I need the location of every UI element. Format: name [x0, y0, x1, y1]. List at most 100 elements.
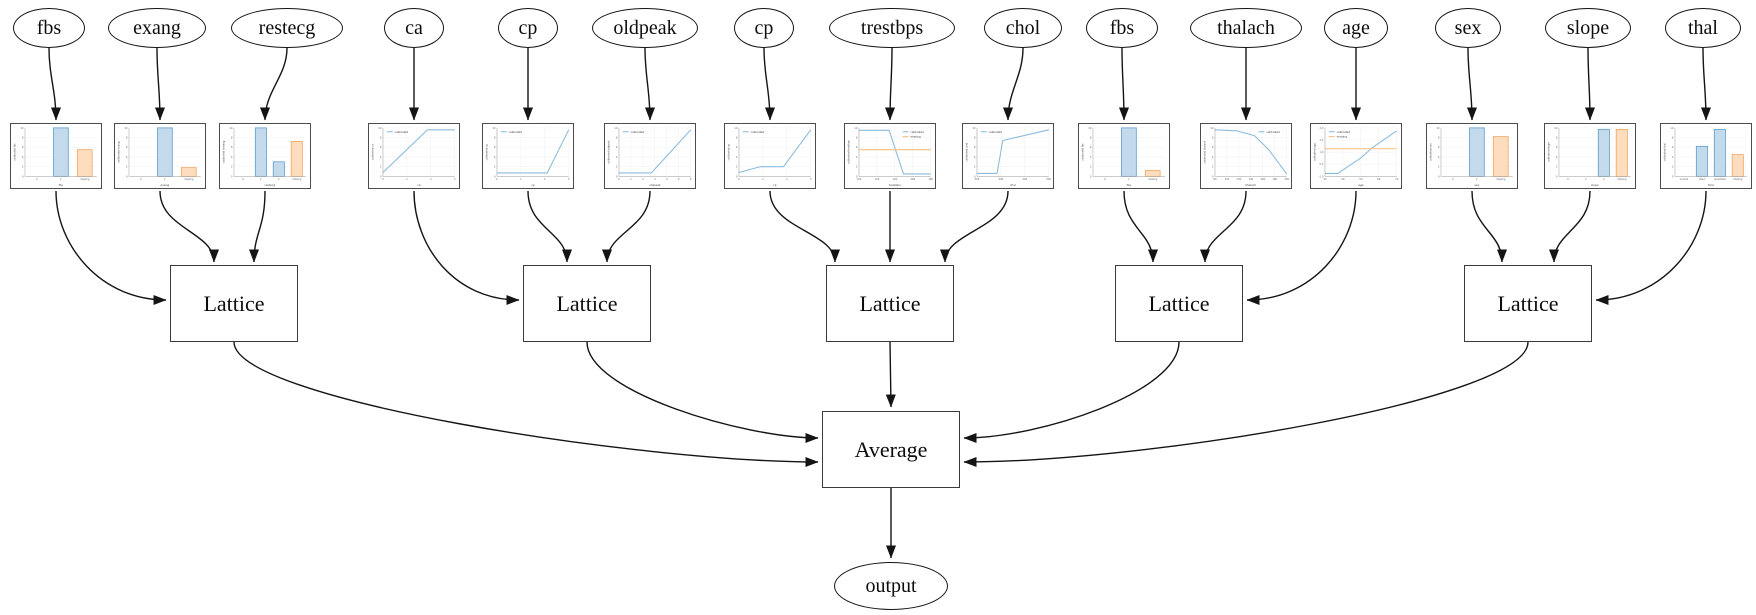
y-tick-label: 2	[616, 165, 618, 169]
x-tick-label: 0	[1104, 178, 1106, 181]
y-tick-label: 0	[856, 174, 858, 178]
y-tick-label: 8	[1212, 136, 1214, 140]
edge-feature-to-calibrator	[763, 47, 775, 121]
y-tick-label: 8	[856, 136, 858, 140]
edge-lattice-to-average	[963, 341, 1180, 443]
y-tick-label: 2	[1438, 165, 1440, 169]
x-tick-label: fixed	[1699, 178, 1705, 181]
edge-lattice-to-average	[586, 341, 819, 443]
bar-reversible	[1713, 128, 1726, 177]
x-tick-label: 60	[1377, 177, 1381, 181]
feature-label: chol	[1005, 16, 1041, 39]
y-axis-label: calibrated fbs	[12, 143, 16, 161]
x-axis-label: chol	[1010, 183, 1016, 187]
legend-label: calibrated	[395, 130, 409, 134]
y-axis-label: calibrated cp	[484, 144, 488, 161]
edge-calibrator-to-lattice	[769, 190, 840, 263]
x-axis-label: exang	[160, 183, 169, 187]
edge-calibrator-to-lattice	[1200, 190, 1247, 263]
lattice-label: Lattice	[203, 290, 265, 316]
x-axis-label: oldpeak	[649, 183, 661, 187]
y-tick-label: 0	[22, 174, 24, 178]
y-tick-label: 2	[1090, 165, 1092, 169]
output-node: output	[834, 562, 948, 610]
y-tick-label: 4	[1212, 155, 1214, 159]
edge-calibrator-to-lattice	[413, 190, 520, 305]
y-tick-label: 6	[974, 145, 976, 149]
bar-1	[1469, 127, 1485, 177]
feature-label: trestbps	[860, 16, 924, 39]
x-tick-label: 400	[1022, 177, 1027, 181]
y-tick-label: 2	[231, 165, 233, 169]
y-tick-label: 10	[378, 126, 382, 130]
y-tick-label: 10	[972, 126, 976, 130]
lattice-node-4: Lattice	[1115, 265, 1243, 342]
x-axis-label: fbs	[1127, 183, 1132, 187]
x-tick-label: 0	[496, 177, 498, 181]
y-tick-label: 0	[126, 174, 128, 178]
y-tick-label: 4	[1438, 155, 1440, 159]
x-tick-label: 200	[975, 177, 980, 181]
y-tick-label: 6	[1672, 145, 1674, 149]
y-tick-label: 10	[492, 126, 496, 130]
bar-1	[157, 127, 173, 177]
x-tick-label: missing	[1733, 178, 1743, 181]
feature-node-cp: cp	[734, 8, 794, 48]
x-axis-label: restecg	[264, 183, 275, 187]
y-axis-label: calibrated cp	[726, 144, 730, 161]
legend-label: calibrated	[751, 130, 765, 134]
y-tick-label: 8	[736, 136, 738, 140]
y-tick-label: 4	[22, 155, 24, 159]
feature-node-fbs: fbs	[13, 8, 85, 48]
x-tick-label: 40	[1341, 177, 1345, 181]
x-tick-label: 0	[618, 177, 620, 181]
x-tick-label: 3	[810, 177, 812, 181]
edge-feature-to-calibrator	[885, 47, 896, 121]
x-tick-label: missing	[1496, 178, 1506, 181]
bar-2	[272, 161, 285, 177]
x-tick-label: 50	[1359, 177, 1363, 181]
y-tick-label: 0	[231, 174, 233, 178]
y-tick-label: 4	[1090, 155, 1092, 159]
bar-missing	[1144, 170, 1161, 177]
y-tick-label: 2	[380, 165, 382, 169]
x-tick-label: 160	[910, 177, 915, 181]
x-tick-label: 4	[666, 177, 668, 181]
y-tick-label: 2	[126, 165, 128, 169]
y-tick-label: 1.0	[1319, 150, 1323, 154]
y-tick-label: 2.0	[1319, 126, 1323, 130]
y-axis-label: calibrated sex	[1428, 143, 1432, 161]
x-tick-label: 2	[544, 177, 546, 181]
y-tick-label: 4	[736, 155, 738, 159]
y-tick-label: 6	[1090, 145, 1092, 149]
x-tick-label: 0	[382, 177, 384, 181]
y-tick-label: 8	[616, 136, 618, 140]
y-tick-label: 8	[1672, 136, 1674, 140]
x-tick-label: 30	[1323, 177, 1327, 181]
feature-label: ca	[405, 16, 423, 39]
legend-label: calibrated	[989, 130, 1003, 134]
x-tick-label: 140	[892, 177, 897, 181]
y-tick-label: 4	[380, 155, 382, 159]
calibration-line-blue	[496, 129, 570, 174]
edge-calibrator-to-lattice	[55, 190, 167, 305]
x-tick-label: 1	[164, 178, 166, 181]
y-tick-label: 2	[1212, 165, 1214, 169]
x-tick-label: 100	[857, 177, 862, 181]
x-tick-label: 180	[928, 177, 933, 181]
y-tick-label: 0	[1438, 174, 1440, 178]
x-tick-label: 6	[690, 177, 692, 181]
feature-label: exang	[133, 16, 181, 39]
x-tick-label: 120	[1236, 177, 1241, 181]
x-axis-label: thal	[1708, 183, 1714, 187]
x-tick-label: 3	[568, 177, 570, 181]
